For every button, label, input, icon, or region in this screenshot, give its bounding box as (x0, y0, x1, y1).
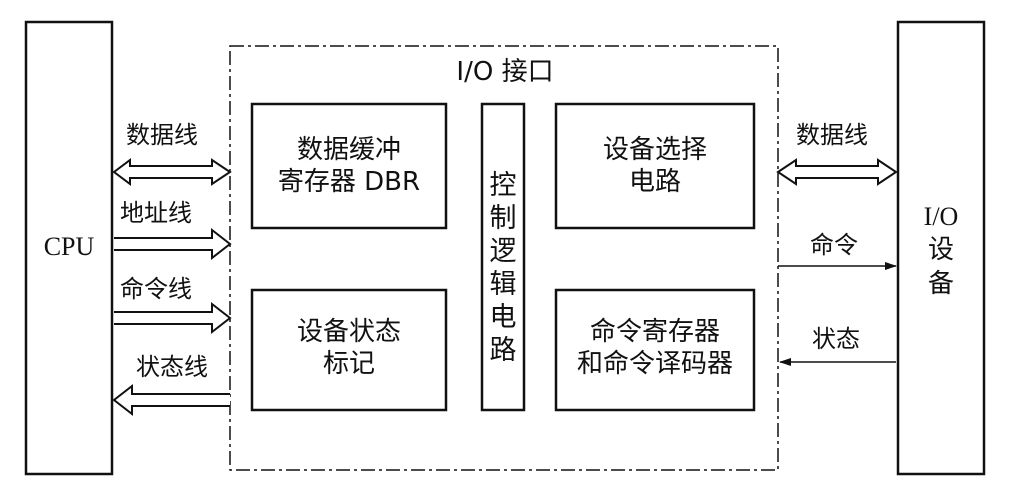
io-device-label-line2: 设 (927, 235, 954, 265)
device-select-block (554, 102, 756, 230)
status-label: 状态 (812, 325, 860, 353)
data-buffer-label-line1: 数据缓冲 (296, 135, 401, 165)
io-interface-title: I/O 接口 (456, 57, 554, 87)
command-register-label-line1: 命令寄存器 (589, 317, 720, 347)
status-flag-label-line1: 设备状态 (296, 317, 401, 347)
status-bus-arrow (112, 383, 230, 417)
device-select-label-line1: 设备选择 (602, 135, 707, 165)
device-select-label-line2: 电路 (628, 167, 681, 197)
data-line-left-label: 数据线 (126, 121, 198, 149)
data-buffer-label-line2: 寄存器 DBR (277, 167, 421, 197)
data-bus-left-arrow (112, 158, 232, 186)
command-bus-arrow (114, 301, 232, 335)
io-device-label-line1: I/O (923, 202, 959, 231)
control-logic-block (480, 102, 526, 412)
data-bus-right-arrow (776, 158, 898, 186)
address-line-label: 地址线 (120, 199, 192, 227)
status-line-label: 状态线 (136, 353, 208, 381)
status-flag-label-line2: 标记 (322, 349, 375, 379)
io-device-box (896, 20, 986, 476)
address-bus-arrow (114, 227, 232, 261)
command-register-block (554, 288, 756, 412)
command-register-label-line2: 和命令译码器 (576, 349, 733, 379)
status-flag-block (250, 288, 448, 412)
cpu-label: CPU (43, 232, 95, 261)
command-line-label: 命令线 (120, 275, 192, 303)
io-interface-boundary (229, 45, 779, 471)
data-buffer-block (250, 102, 448, 230)
data-line-right-label: 数据线 (796, 121, 868, 149)
cpu-box (24, 20, 114, 476)
io-device-label-line3: 备 (927, 269, 954, 299)
control-logic-label: 控制逻辑电路 (489, 170, 517, 366)
command-label: 命令 (810, 231, 858, 259)
